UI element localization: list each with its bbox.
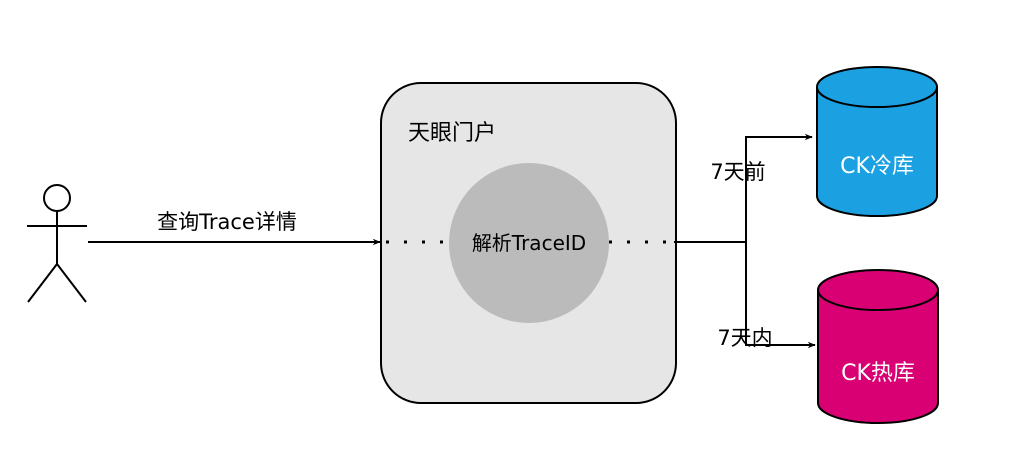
portal-title: 天眼门户 — [408, 121, 496, 146]
route-label-hot: 7天内 — [717, 326, 772, 350]
parse-traceid-label: 解析TraceID — [472, 231, 586, 255]
user-actor-icon — [27, 184, 87, 303]
route-label-cold: 7天前 — [710, 160, 765, 184]
cold-db-cylinder — [816, 66, 938, 217]
cold-db-label: CK冷库 — [840, 154, 914, 179]
routing-lines — [674, 133, 816, 349]
query-arrow-label: 查询Trace详情 — [157, 210, 297, 234]
parse-traceid-node — [449, 163, 609, 323]
hot-db-label: CK热库 — [841, 361, 915, 386]
hot-db-cylinder — [817, 269, 939, 424]
